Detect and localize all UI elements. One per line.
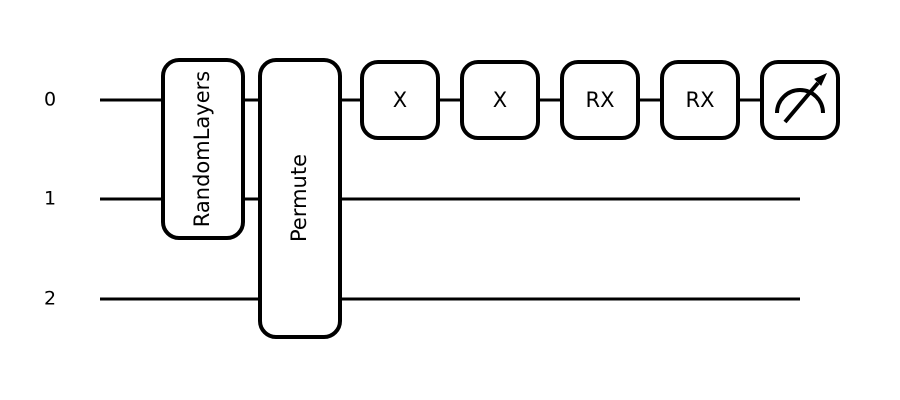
wire-label-2: 2 — [44, 288, 56, 310]
wire-label-group: 0 1 2 — [44, 89, 56, 310]
gate-permute-label: Permute — [287, 154, 311, 242]
wire-label-0: 0 — [44, 89, 56, 111]
measure-icon — [775, 72, 828, 124]
gate-rx-2-label: RX — [686, 88, 715, 112]
gate-rx-1-box[interactable] — [560, 60, 640, 140]
measure-arrowhead-icon — [814, 72, 828, 86]
gate-permute-box[interactable] — [258, 58, 342, 339]
gate-rx-1-label: RX — [586, 88, 615, 112]
gate-x-1-label: X — [393, 88, 407, 112]
gate-measure[interactable] — [760, 60, 840, 140]
gate-randomlayers-box[interactable] — [161, 58, 245, 240]
gate-rx-2[interactable]: RX — [660, 60, 740, 140]
gate-x-2-label: X — [493, 88, 507, 112]
measure-arc-icon — [775, 88, 825, 114]
gate-x-1-box[interactable] — [360, 60, 440, 140]
gate-rx-1[interactable]: RX — [560, 60, 640, 140]
gate-x-2-box[interactable] — [460, 60, 540, 140]
wire-label-1: 1 — [44, 188, 56, 210]
gate-randomlayers[interactable]: RandomLayers — [161, 58, 245, 240]
gate-rx-2-box[interactable] — [660, 60, 740, 140]
gate-permute[interactable]: Permute — [258, 58, 342, 339]
gate-x-1[interactable]: X — [360, 60, 440, 140]
measure-needle-icon — [783, 81, 820, 124]
gate-x-2[interactable]: X — [460, 60, 540, 140]
gate-randomlayers-label: RandomLayers — [190, 71, 214, 227]
